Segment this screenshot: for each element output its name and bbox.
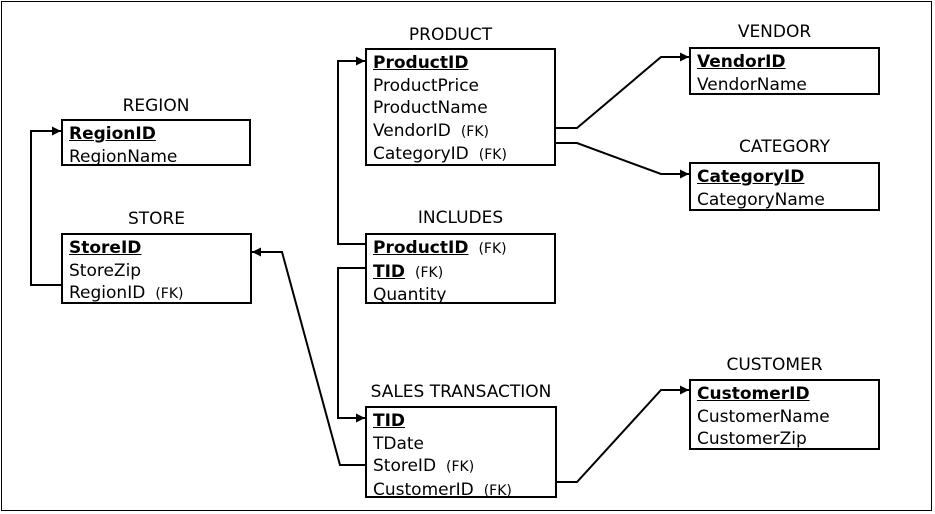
attribute-name: StoreID	[373, 456, 437, 476]
attribute-row: StoreID (FK)	[373, 455, 555, 479]
connector-product-vendor	[556, 52, 689, 129]
connector-store-region	[30, 126, 61, 286]
attribute-row: CustomerID	[697, 383, 878, 406]
attribute-row: ProductID	[373, 52, 554, 75]
entity-sales-transaction: SALES TRANSACTION TID TDate StoreID (FK) …	[365, 382, 557, 500]
attribute-name: CustomerZip	[697, 429, 807, 449]
fk-tag: (FK)	[478, 241, 507, 257]
entity-box: RegionID RegionName	[61, 119, 251, 169]
entity-title: VENDOR	[737, 22, 812, 42]
entity-title: INCLUDES	[417, 208, 504, 228]
primary-key: StoreID	[69, 238, 142, 258]
attribute-row: ProductPrice	[373, 75, 554, 98]
attribute-name: StoreZip	[69, 260, 142, 281]
entity-category: CATEGORY CategoryID CategoryName	[689, 137, 880, 211]
primary-key: VendorID	[697, 52, 786, 72]
attribute-row: RegionID	[69, 123, 249, 146]
primary-key: ProductID	[373, 53, 469, 73]
attribute-row: ProductName	[373, 97, 554, 120]
attribute-row: RegionID (FK)	[69, 282, 250, 306]
entity-box: ProductID ProductPrice ProductName Vendo…	[365, 48, 556, 166]
connector-includes-product	[337, 56, 365, 245]
primary-key: CustomerID	[697, 384, 810, 404]
attribute-name: VendorName	[697, 74, 807, 95]
entity-box: TID TDate StoreID (FK) CustomerID (FK)	[365, 406, 557, 500]
primary-key: TID	[373, 411, 406, 431]
attribute-row: CategoryName	[697, 189, 878, 212]
primary-key: ProductID	[373, 238, 469, 258]
connector-product-category	[556, 142, 689, 179]
attribute-row: VendorName	[697, 74, 878, 97]
attribute-row: CategoryID	[697, 166, 878, 189]
attribute-row: StoreZip	[69, 260, 250, 283]
attribute-name: CustomerID	[373, 479, 474, 500]
attribute-row: VendorID	[697, 51, 878, 74]
attribute-row: TID	[373, 410, 555, 433]
attribute-name: CategoryID	[373, 144, 469, 164]
attribute-row: CustomerZip	[697, 428, 878, 451]
entity-store: STORE StoreID StoreZip RegionID (FK)	[61, 209, 252, 304]
entity-region: REGION RegionID RegionName	[61, 96, 251, 169]
entity-box: StoreID StoreZip RegionID (FK)	[61, 233, 252, 304]
attribute-row: StoreID	[69, 237, 250, 260]
attribute-name: VendorID	[373, 120, 451, 141]
fk-tag: (FK)	[478, 147, 507, 163]
attribute-row: RegionName	[69, 146, 249, 169]
attribute-row: TDate	[373, 433, 555, 456]
attribute-row: TID (FK)	[373, 261, 554, 285]
connector-includes-sales-transaction	[337, 267, 365, 423]
entity-includes: INCLUDES ProductID (FK) TID (FK) Quantity	[365, 208, 556, 307]
fk-tag: (FK)	[155, 286, 184, 302]
attribute-name: ProductName	[373, 98, 488, 118]
entity-customer: CUSTOMER CustomerID CustomerName Custome…	[689, 355, 880, 450]
attribute-row: CustomerName	[697, 406, 878, 429]
entity-title: CATEGORY	[739, 137, 830, 157]
entity-product: PRODUCT ProductID ProductPrice ProductNa…	[365, 25, 556, 166]
entity-box: ProductID (FK) TID (FK) Quantity	[365, 233, 556, 307]
attribute-row: VendorID (FK)	[373, 120, 554, 144]
fk-tag: (FK)	[446, 459, 475, 475]
entity-vendor: VENDOR VendorID VendorName	[689, 22, 880, 95]
attribute-name: RegionID	[69, 283, 146, 303]
primary-key: TID	[373, 261, 406, 282]
entity-title: CUSTOMER	[726, 355, 823, 375]
primary-key: CategoryID	[697, 167, 805, 187]
entity-title: STORE	[127, 209, 186, 229]
entity-title: PRODUCT	[408, 25, 493, 45]
attribute-name: CategoryName	[697, 189, 825, 210]
fk-tag: (FK)	[483, 482, 512, 499]
fk-tag: (FK)	[460, 123, 489, 140]
connector-sales-transaction-store	[252, 247, 365, 466]
attribute-row: ProductID (FK)	[373, 237, 554, 261]
entity-title: REGION	[122, 96, 190, 116]
attribute-row: CustomerID (FK)	[373, 479, 555, 503]
attribute-name: RegionName	[69, 146, 178, 167]
attribute-name: TDate	[373, 433, 425, 454]
attribute-name: ProductPrice	[373, 75, 480, 96]
entity-box: CategoryID CategoryName	[689, 162, 880, 211]
attribute-name: CustomerName	[697, 406, 830, 427]
attribute-row: Quantity	[373, 284, 554, 307]
fk-tag: (FK)	[415, 264, 444, 281]
entity-box: VendorID VendorName	[689, 47, 880, 95]
connector-sales-transaction-customer	[557, 385, 689, 483]
primary-key: RegionID	[69, 124, 156, 144]
attribute-row: CategoryID (FK)	[373, 143, 554, 167]
attribute-name: Quantity	[373, 285, 447, 305]
entity-title: SALES TRANSACTION	[370, 382, 552, 402]
entity-box: CustomerID CustomerName CustomerZip	[689, 379, 880, 450]
